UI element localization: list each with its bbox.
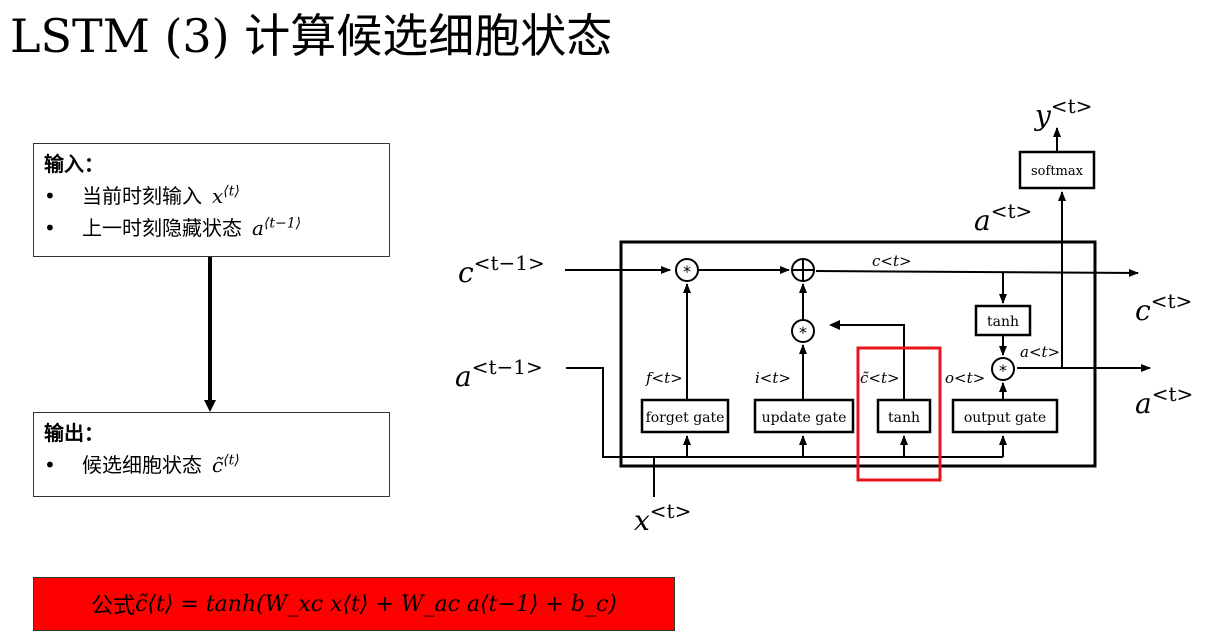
i-t-label: i<t> — [755, 369, 791, 387]
f-t-label: f<t> — [645, 369, 683, 387]
c-t-out-label: c<t> — [1135, 289, 1192, 327]
output-item-label: 候选细胞状态 — [82, 453, 202, 477]
forget-gate-box — [640, 398, 730, 434]
tanh-top-box — [974, 304, 1032, 337]
input-box: 输入： • 当前时刻输入 x⟨t⟩ • 上一时刻隐藏状态 a⟨t−1⟩ — [33, 143, 390, 257]
multiply-symbol: * — [799, 323, 807, 342]
input-item-current: • 当前时刻输入 x⟨t⟩ — [34, 177, 389, 209]
c-out-arrow — [815, 268, 1139, 277]
tanh-gate-label: tanh — [888, 410, 920, 426]
tanh-top-label: tanh — [987, 314, 1019, 330]
bullet-icon: • — [44, 216, 56, 240]
input-item-math: a⟨t−1⟩ — [252, 215, 302, 240]
formula-bar: 公式 c̃⟨t⟩ = tanh(W_xc x⟨t⟩ + W_ac a⟨t−1⟩ … — [33, 577, 675, 631]
forget-gate-label: forget gate — [646, 410, 725, 426]
a-t-out-label: a<t> — [1135, 382, 1193, 420]
output-item-math: c̃⟨t⟩ — [212, 452, 240, 477]
c-prev-label: c<t−1> — [458, 251, 545, 289]
output-box: 输出： • 候选细胞状态 c̃⟨t⟩ — [33, 412, 390, 497]
formula-prefix: 公式 — [91, 594, 136, 619]
output-heading: 输出： — [44, 421, 104, 445]
input-item-math: x⟨t⟩ — [212, 183, 240, 208]
bullet-icon: • — [44, 453, 56, 477]
y-t-label: y<t> — [1033, 94, 1092, 132]
input-heading: 输入： — [44, 152, 104, 176]
tanh-gate-arrow — [831, 324, 905, 400]
c-t-inner-label: c<t> — [872, 252, 912, 270]
bullet-icon: • — [44, 184, 56, 208]
output-multiply-icon — [991, 357, 1015, 381]
multiply-symbol: * — [683, 262, 691, 281]
multiply-symbol: * — [999, 361, 1007, 380]
a-prev-label: a<t−1> — [455, 355, 543, 393]
input-item-prev-hidden: • 上一时刻隐藏状态 a⟨t−1⟩ — [34, 209, 389, 241]
a-t-top-label: a<t> — [974, 199, 1032, 237]
formula-text: c̃⟨t⟩ = tanh(W_xc x⟨t⟩ + W_ac a⟨t−1⟩ + b… — [135, 591, 617, 617]
input-item-label: 上一时刻隐藏状态 — [82, 216, 242, 240]
ctilde-t-label: c̃<t> — [860, 369, 900, 387]
page-title: LSTM (3) 计算候选细胞状态 — [10, 9, 613, 63]
x-t-label: x<t> — [634, 499, 691, 537]
o-t-label: o<t> — [945, 369, 985, 387]
a-t-inner-label: a<t> — [1020, 343, 1060, 361]
forget-multiply-icon — [675, 258, 699, 282]
update-gate-label: update gate — [762, 410, 847, 426]
output-gate-label: output gate — [964, 410, 1046, 426]
output-gate-box — [951, 398, 1059, 434]
output-item-candidate: • 候选细胞状态 c̃⟨t⟩ — [34, 446, 389, 478]
highlight-box — [856, 346, 942, 482]
softmax-label: softmax — [1031, 164, 1084, 179]
input-item-label: 当前时刻输入 — [82, 184, 202, 208]
